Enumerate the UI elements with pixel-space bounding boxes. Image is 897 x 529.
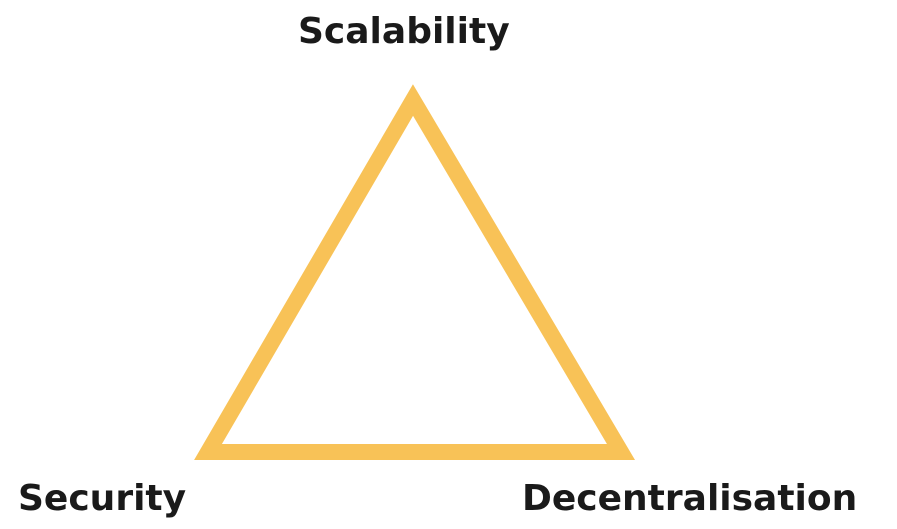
vertex-label-decentralisation: Decentralisation [522, 478, 858, 519]
vertex-label-scalability: Scalability [298, 11, 510, 52]
vertex-label-security: Security [18, 478, 187, 519]
triangle-outline [194, 84, 636, 460]
